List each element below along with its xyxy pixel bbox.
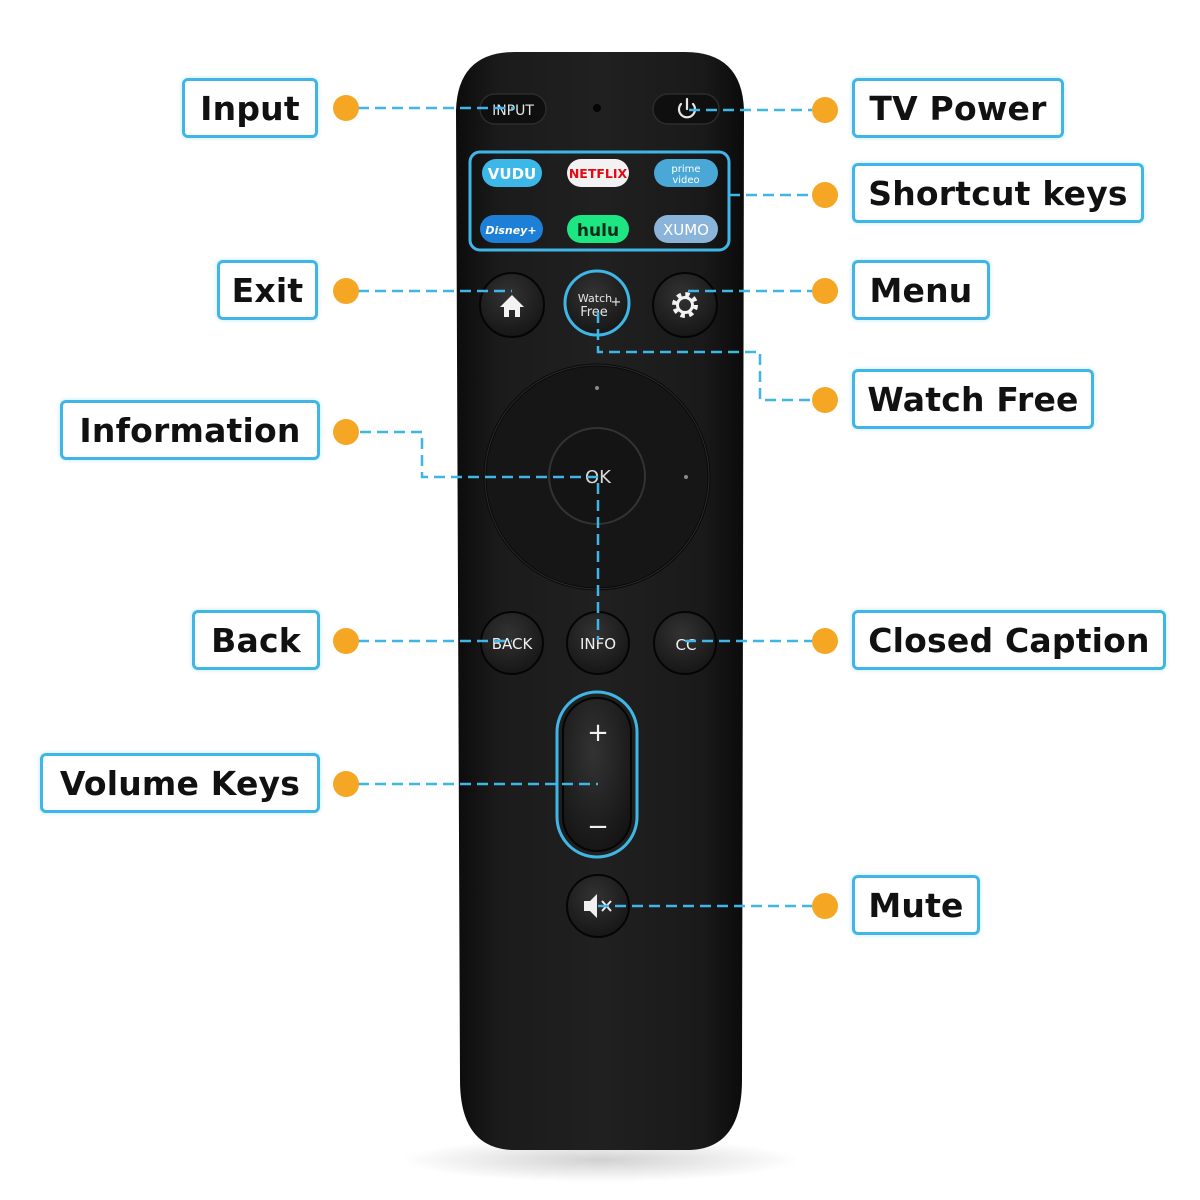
watch-free-label-line1: Watch bbox=[578, 292, 612, 305]
dpad-up-marker bbox=[595, 386, 599, 390]
input-button-label: INPUT bbox=[492, 103, 534, 119]
watch-free-label-line2: Free bbox=[580, 305, 608, 320]
home-button[interactable] bbox=[479, 272, 545, 338]
vudu-button[interactable]: VUDU bbox=[482, 159, 542, 187]
shortcut-keys-highlight bbox=[468, 150, 731, 252]
exit-dot bbox=[333, 278, 359, 304]
tv-power-dot bbox=[812, 97, 838, 123]
back-button[interactable]: BACK bbox=[480, 611, 544, 675]
disney-plus-button[interactable]: Disney+ bbox=[480, 215, 543, 243]
mute-dot bbox=[812, 893, 838, 919]
callout-closed-caption: Closed Caption bbox=[852, 610, 1166, 670]
prime-video-label-line1: prime bbox=[671, 164, 700, 175]
xumo-button[interactable]: XUMO bbox=[654, 215, 718, 243]
callout-watch-free: Watch Free bbox=[852, 369, 1094, 429]
watch-free-plus: + bbox=[611, 295, 622, 310]
volume-keys-dot bbox=[333, 771, 359, 797]
menu-dot bbox=[812, 278, 838, 304]
ir-sensor bbox=[593, 104, 601, 112]
cc-button[interactable]: CC bbox=[653, 611, 717, 675]
prime-video-label-line2: video bbox=[672, 175, 699, 186]
hulu-label: hulu bbox=[577, 221, 619, 241]
callout-tv-power: TV Power bbox=[852, 78, 1064, 138]
info-button[interactable]: INFO bbox=[566, 611, 630, 675]
callout-menu: Menu bbox=[852, 260, 990, 320]
watch-free-dot bbox=[812, 387, 838, 413]
power-icon bbox=[677, 97, 697, 119]
remote-shadow bbox=[400, 1138, 800, 1182]
vudu-label: VUDU bbox=[488, 165, 536, 183]
callout-input: Input bbox=[182, 78, 318, 138]
watch-free-button[interactable]: Watch Free + bbox=[563, 269, 631, 337]
volume-up-label[interactable]: + bbox=[587, 718, 609, 748]
home-icon bbox=[500, 295, 524, 317]
back-dot bbox=[333, 628, 359, 654]
leader-lines bbox=[358, 106, 812, 908]
ok-label: OK bbox=[585, 467, 612, 488]
leader-watch-free bbox=[596, 312, 812, 402]
callout-information: Information bbox=[60, 400, 320, 460]
settings-button[interactable] bbox=[652, 272, 718, 338]
volume-down-label[interactable]: − bbox=[587, 812, 609, 842]
shortcut-keys-dot bbox=[812, 182, 838, 208]
information-dot bbox=[333, 419, 359, 445]
prime-video-button[interactable]: prime video bbox=[654, 159, 718, 187]
closed-caption-dot bbox=[812, 628, 838, 654]
dpad-right-marker bbox=[684, 475, 688, 479]
hulu-button[interactable]: hulu bbox=[567, 215, 629, 243]
leader-information bbox=[360, 430, 600, 640]
netflix-label: NETFLIX bbox=[569, 166, 628, 181]
disney-plus-label: Disney+ bbox=[485, 224, 536, 237]
power-button[interactable] bbox=[652, 93, 720, 125]
volume-rocker[interactable]: + − bbox=[555, 690, 639, 859]
callout-exit: Exit bbox=[217, 260, 318, 320]
gear-icon bbox=[672, 292, 698, 318]
callout-shortcut-keys: Shortcut keys bbox=[852, 163, 1144, 223]
callout-back: Back bbox=[192, 610, 320, 670]
info-button-label: INFO bbox=[580, 635, 616, 653]
cc-button-label: CC bbox=[676, 636, 697, 654]
callout-volume-keys: Volume Keys bbox=[40, 753, 320, 813]
netflix-button[interactable]: NETFLIX bbox=[567, 159, 629, 187]
back-button-label: BACK bbox=[492, 635, 534, 653]
input-dot bbox=[333, 95, 359, 121]
callout-mute: Mute bbox=[852, 875, 980, 935]
xumo-label: XUMO bbox=[663, 221, 709, 239]
